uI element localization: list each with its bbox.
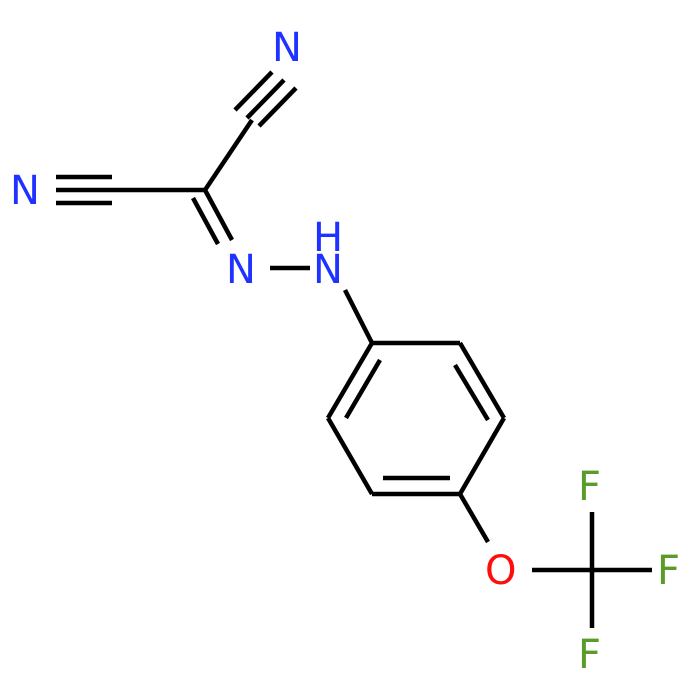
bond-ring-o: [458, 492, 490, 544]
atom-f-top: F: [578, 464, 601, 510]
ring-bond-5: [326, 416, 374, 496]
ring-bond-3: [458, 416, 506, 496]
atom-f-right: F: [657, 548, 680, 594]
ring-inner-left: [344, 358, 382, 420]
bond-nitrile-top-2: [245, 78, 286, 120]
bond-c-n-double-1: [203, 188, 234, 242]
atom-f-bottom: F: [578, 632, 601, 678]
atom-o: O: [485, 548, 516, 594]
ring-bond-6: [326, 341, 374, 420]
atom-h-amine: H: [313, 215, 343, 261]
bond-nh-ring: [342, 288, 375, 345]
ring-bond-2: [458, 341, 506, 420]
bond-c-n-double-2: [191, 196, 220, 246]
atom-n-imine: N: [226, 247, 256, 293]
atom-n-top: N: [272, 25, 302, 71]
atom-n-left: N: [10, 168, 40, 214]
bond-nitrile-top-1: [233, 70, 274, 112]
ring-inner-right: [453, 363, 490, 422]
atom-labels: N N H N N O F F F: [10, 25, 680, 678]
bond-nitrile-top-3: [257, 86, 298, 128]
bonds: [56, 70, 652, 628]
atom-n-amine: N: [313, 247, 343, 293]
bond-c-cn-top: [203, 118, 254, 192]
